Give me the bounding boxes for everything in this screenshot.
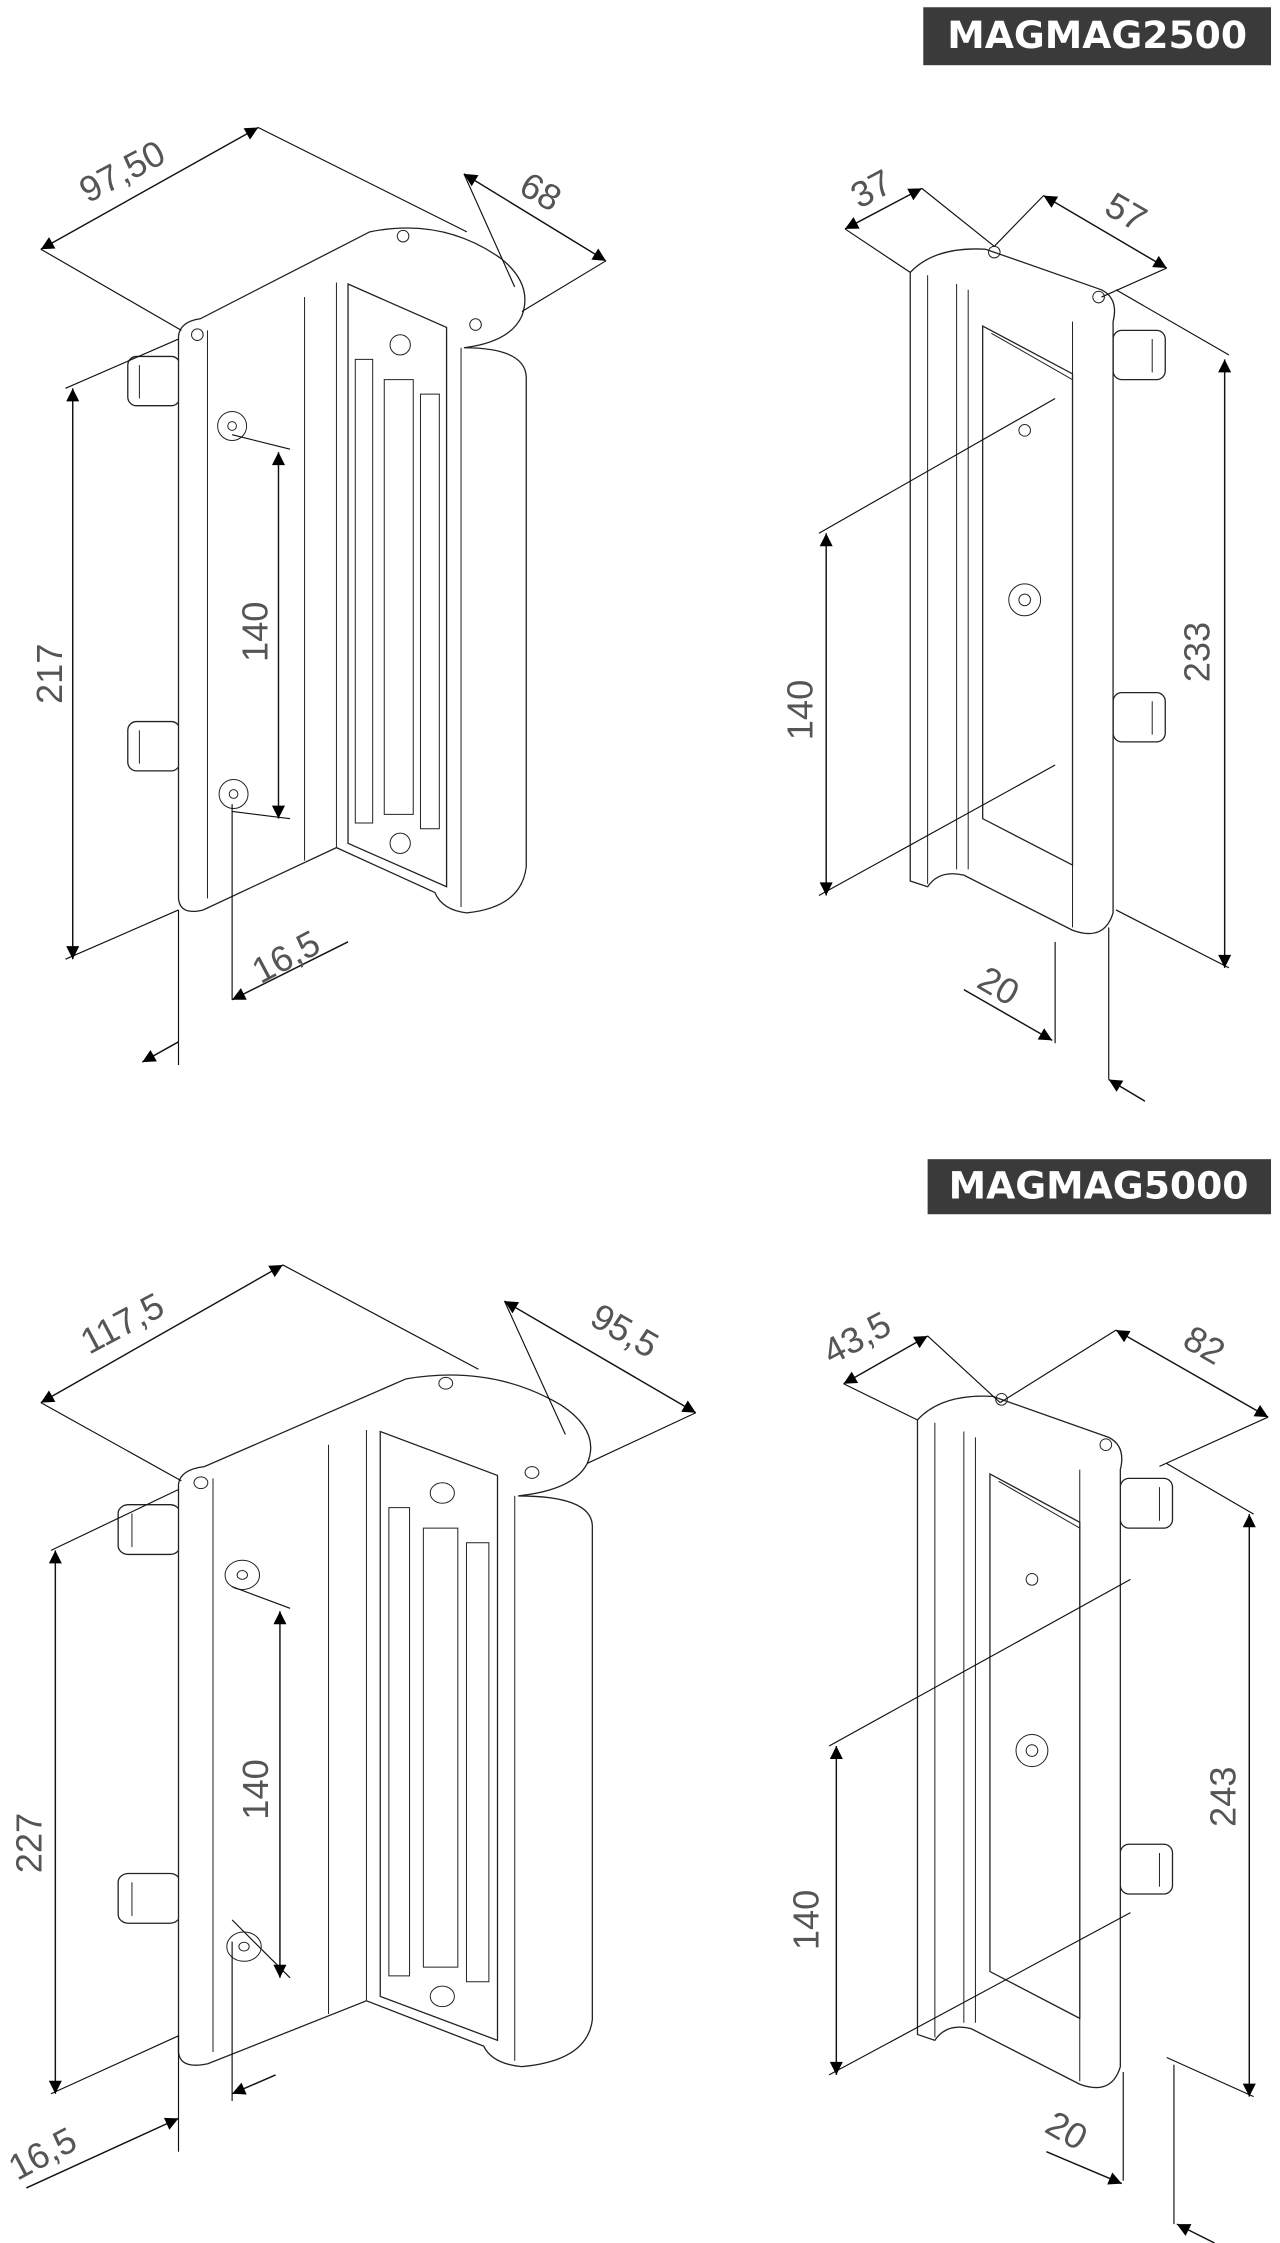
dimension-lines bbox=[26, 1264, 1269, 2243]
dim-hole-spacing: 140 bbox=[235, 602, 276, 662]
dim-offset: 16,5 bbox=[2, 2119, 83, 2188]
dim-offset: 16,5 bbox=[245, 922, 326, 991]
dimension-line bbox=[141, 1041, 179, 1063]
model-title: MAGMAG5000 bbox=[949, 1164, 1249, 1208]
dim-height: 217 bbox=[29, 644, 70, 704]
section-magmag5000: MAGMAG5000 117,5 95,5 227 140 16,5 bbox=[2, 1159, 1272, 2243]
dimension-line bbox=[1108, 1078, 1146, 1102]
magnet-body-left-view bbox=[117, 1373, 594, 2068]
dimension-line bbox=[504, 1300, 697, 1414]
dim-depth: 68 bbox=[513, 164, 568, 220]
extension-line bbox=[828, 1329, 1269, 2225]
armature-plate-right-view bbox=[916, 1392, 1174, 2089]
dimension-line bbox=[1043, 194, 1168, 269]
dimension-line bbox=[1046, 2151, 1123, 2185]
dim-plate-hole-spacing: 140 bbox=[780, 680, 821, 740]
model-title-box bbox=[927, 1159, 1272, 1215]
dim-plate-height: 243 bbox=[1203, 1766, 1244, 1826]
model-title-box bbox=[923, 7, 1272, 66]
model-title: MAGMAG2500 bbox=[947, 13, 1247, 57]
dimension-line bbox=[26, 2117, 179, 2189]
dim-plate-hole-spacing: 140 bbox=[785, 1890, 826, 1950]
extension-line bbox=[818, 187, 1230, 1080]
dim-plate-width: 43,5 bbox=[816, 1303, 897, 1372]
dimension-line bbox=[963, 989, 1053, 1041]
dimension-line bbox=[843, 1335, 928, 1385]
dimension-line bbox=[231, 2074, 276, 2095]
dim-plate-height: 233 bbox=[1177, 622, 1218, 682]
dim-width: 97,50 bbox=[72, 132, 171, 211]
dim-hole-spacing: 140 bbox=[235, 1759, 276, 1819]
armature-plate-right-view bbox=[909, 245, 1167, 935]
dim-plate-thickness: 20 bbox=[971, 958, 1026, 1014]
dimension-lines bbox=[40, 126, 1232, 1102]
dim-plate-width: 37 bbox=[844, 161, 899, 216]
dimension-line bbox=[1115, 1329, 1269, 1418]
magnet-body-left-view bbox=[126, 227, 528, 914]
section-magmag2500: MAGMAG2500 97,50 68 217 140 16,5 37 57 2… bbox=[29, 7, 1272, 1102]
dimension-line bbox=[40, 1264, 284, 1404]
dimension-line bbox=[40, 126, 259, 250]
dimension-line bbox=[844, 187, 923, 230]
dim-plate-depth: 57 bbox=[1098, 184, 1153, 240]
dim-plate-depth: 82 bbox=[1177, 1317, 1232, 1373]
dimension-line bbox=[463, 173, 607, 262]
dim-width: 117,5 bbox=[74, 1284, 171, 1361]
dimension-line bbox=[231, 941, 349, 1001]
dim-plate-thickness: 20 bbox=[1039, 2103, 1094, 2159]
dim-height: 227 bbox=[9, 1813, 50, 1873]
dimension-line bbox=[1176, 2223, 1215, 2243]
